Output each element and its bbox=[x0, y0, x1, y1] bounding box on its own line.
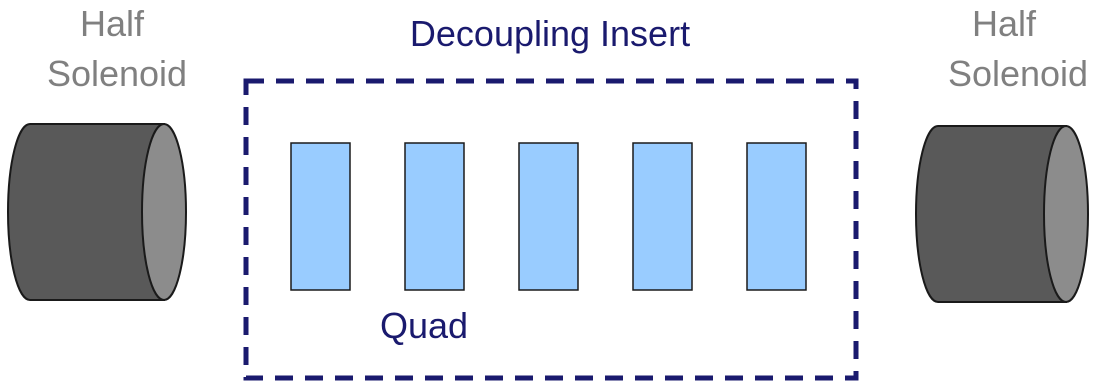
quad-group bbox=[290, 142, 807, 291]
quad-magnet bbox=[518, 142, 579, 291]
quad-magnet bbox=[404, 142, 465, 291]
quad-magnet bbox=[290, 142, 351, 291]
right-cylinder-body bbox=[915, 125, 1067, 303]
left-solenoid-cylinder bbox=[7, 123, 187, 301]
insert-boundary bbox=[243, 78, 859, 381]
right-solenoid-cylinder bbox=[915, 125, 1089, 303]
right-solenoid-label-line2: Solenoid bbox=[948, 53, 1088, 94]
quad-label: Quad bbox=[380, 305, 468, 346]
left-solenoid-label-line2: Solenoid bbox=[47, 53, 187, 94]
left-cylinder-body bbox=[7, 123, 165, 301]
quad-magnet bbox=[632, 142, 693, 291]
insert-title: Decoupling Insert bbox=[410, 13, 690, 54]
quad-magnet bbox=[746, 142, 807, 291]
right-solenoid-label-line1: Half bbox=[972, 3, 1037, 44]
right-cylinder-face bbox=[1043, 125, 1089, 303]
left-cylinder-face bbox=[141, 123, 187, 301]
left-solenoid-label-line1: Half bbox=[80, 3, 145, 44]
